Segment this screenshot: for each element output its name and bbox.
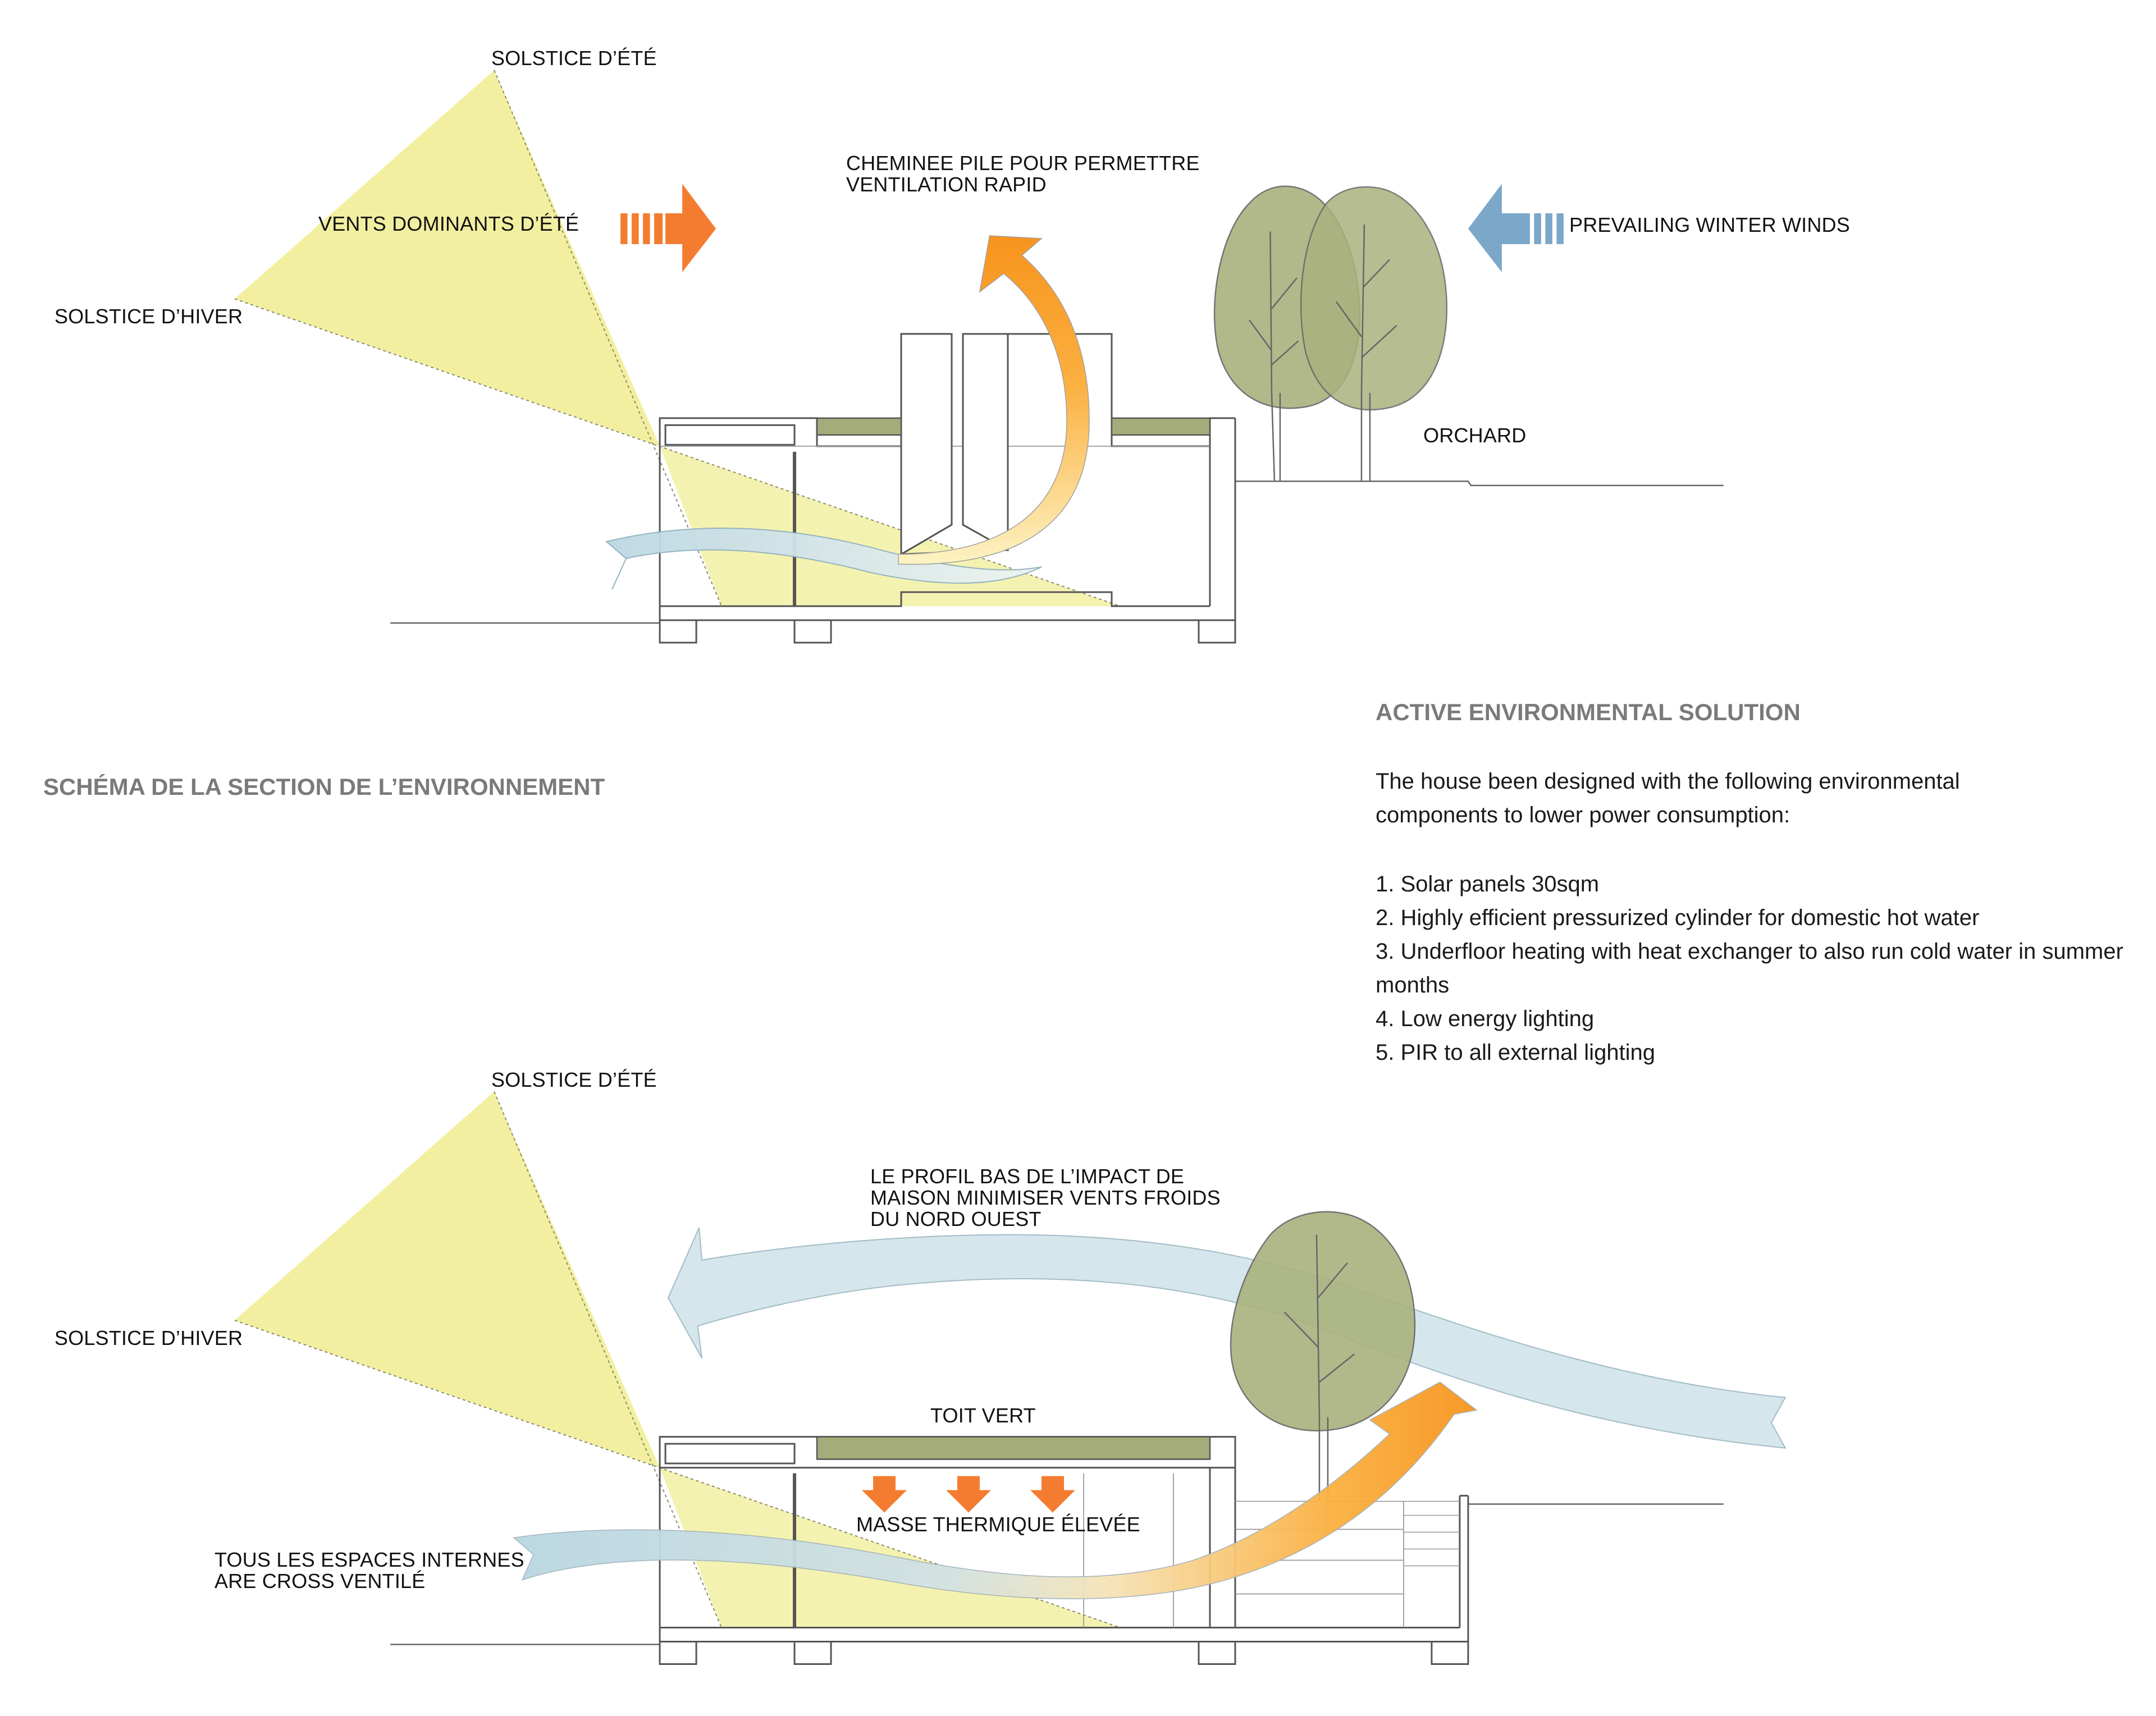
- list-item: 1. Solar panels 30sqm: [1376, 872, 1600, 896]
- chimney-stack: [900, 333, 1009, 556]
- top-section-drawing: [234, 70, 1724, 644]
- house-section-top: [659, 333, 1236, 644]
- list-item: 2. Highly efficient pressurized cylinder…: [1376, 905, 1980, 930]
- green-roof-bottom: [816, 1436, 1211, 1460]
- stack-effect-arrow: [898, 235, 1090, 565]
- winter-wind-arrow: [1468, 184, 1564, 272]
- cross-ventilation-flow-top: [605, 527, 1042, 590]
- label-orchard: ORCHARD: [1423, 424, 1527, 447]
- green-roof-top-right: [1111, 417, 1211, 436]
- intro-line-2: components to lower power consumption:: [1376, 803, 1790, 827]
- label-winter-solstice-top: SOLSTICE D’HIVER: [54, 305, 243, 328]
- sun-wedge-top: [234, 70, 660, 446]
- cross-ventilation-flow-bottom: [513, 1381, 1478, 1599]
- label-thermal-mass: MASSE THERMIQUE ÉLEVÉE: [856, 1513, 1140, 1536]
- north-west-wind-arrow: [668, 1227, 1787, 1449]
- label-stack-chimney: CHEMINEE PILE POUR PERMETTRE VENTILATION…: [846, 152, 1200, 196]
- list-item: 5. PIR to all external lighting: [1376, 1040, 1656, 1065]
- summer-sun-ray-top: [494, 70, 723, 607]
- ground-line-right: [1235, 481, 1724, 487]
- active-solution-list: 1. Solar panels 30sqm 2. Highly efficien…: [1376, 867, 2150, 1069]
- orchard-trees: [1213, 185, 1448, 482]
- list-item: 3. Underfloor heating with heat exchange…: [1376, 939, 2123, 997]
- list-item: 4. Low energy lighting: [1376, 1006, 1595, 1031]
- green-roof-top-left: [816, 417, 902, 436]
- label-winter-winds: PREVAILING WINTER WINDS: [1569, 213, 1850, 236]
- label-summer-solstice-bottom: SOLSTICE D’ÉTÉ: [491, 1068, 657, 1091]
- label-summer-prevailing-winds: VENTS DOMINANTS D’ÉTÉ: [318, 212, 579, 235]
- section-title: SCHÉMA DE LA SECTION DE L’ENVIRONNEMENT: [43, 774, 605, 800]
- label-summer-solstice-top: SOLSTICE D’ÉTÉ: [491, 47, 657, 70]
- summer-wind-arrow: [620, 184, 716, 272]
- sun-wedge-bottom: [234, 1091, 660, 1468]
- label-cross-ventilation: TOUS LES ESPACES INTERNES ARE CROSS VENT…: [214, 1548, 524, 1593]
- label-winter-solstice-bottom: SOLSTICE D’HIVER: [54, 1326, 243, 1349]
- label-green-roof: TOIT VERT: [930, 1404, 1036, 1427]
- intro-line-1: The house been designed with the followi…: [1376, 769, 1960, 794]
- active-solution-title: ACTIVE ENVIRONMENTAL SOLUTION: [1376, 699, 1801, 725]
- thermal-mass-arrows: [862, 1476, 1076, 1513]
- label-low-profile: LE PROFIL BAS DE L’IMPACT DE MAISON MINI…: [870, 1165, 1221, 1230]
- active-solution-intro: The house been designed with the followi…: [1376, 765, 1960, 832]
